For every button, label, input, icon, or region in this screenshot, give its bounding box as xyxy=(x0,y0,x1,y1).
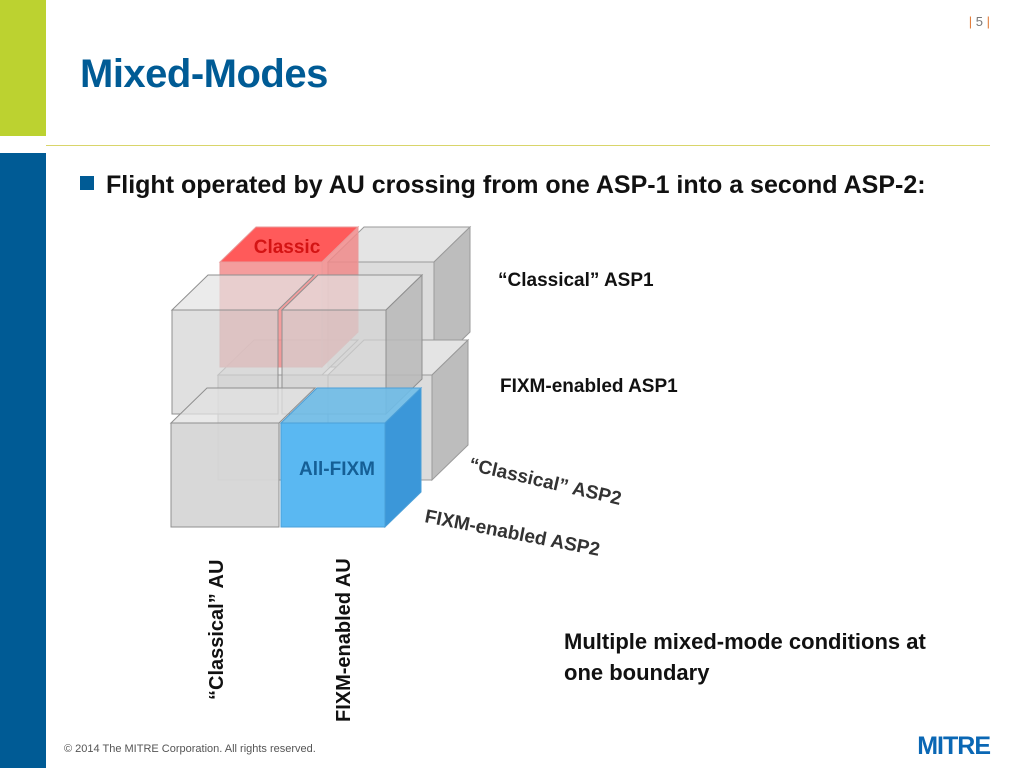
accent-bar-blue xyxy=(0,153,46,768)
cube-all-fixm xyxy=(279,386,423,529)
label-classical-asp2: “Classical” ASP2 xyxy=(467,454,623,509)
page-number: | 5 | xyxy=(968,14,990,29)
bullet-square-icon xyxy=(80,176,94,190)
label-fixm-asp1: FIXM-enabled ASP1 xyxy=(500,376,678,397)
cube-label-classic: Classic xyxy=(254,237,321,258)
svg-text:MITRE: MITRE xyxy=(917,732,990,760)
accent-bar-green xyxy=(0,0,46,136)
label-classical-au: “Classical” AU xyxy=(206,560,228,700)
bullet-text: Flight operated by AU crossing from one … xyxy=(106,171,926,199)
cube-front-bottom-left xyxy=(169,387,317,528)
cube-label-all-fixm: All-FIXM xyxy=(299,459,375,480)
title-divider xyxy=(46,145,990,146)
slide-title: Mixed-Modes xyxy=(80,52,328,96)
copyright-footer: © 2014 The MITRE Corporation. All rights… xyxy=(64,743,316,755)
note-text: Multiple mixed-mode conditions at one bo… xyxy=(564,629,926,685)
label-classical-asp1: “Classical” ASP1 xyxy=(498,270,654,291)
label-fixm-au: FIXM-enabled AU xyxy=(333,558,355,722)
mitre-logo: MITRE xyxy=(917,732,991,760)
label-fixm-asp2: FIXM-enabled ASP2 xyxy=(423,506,601,561)
